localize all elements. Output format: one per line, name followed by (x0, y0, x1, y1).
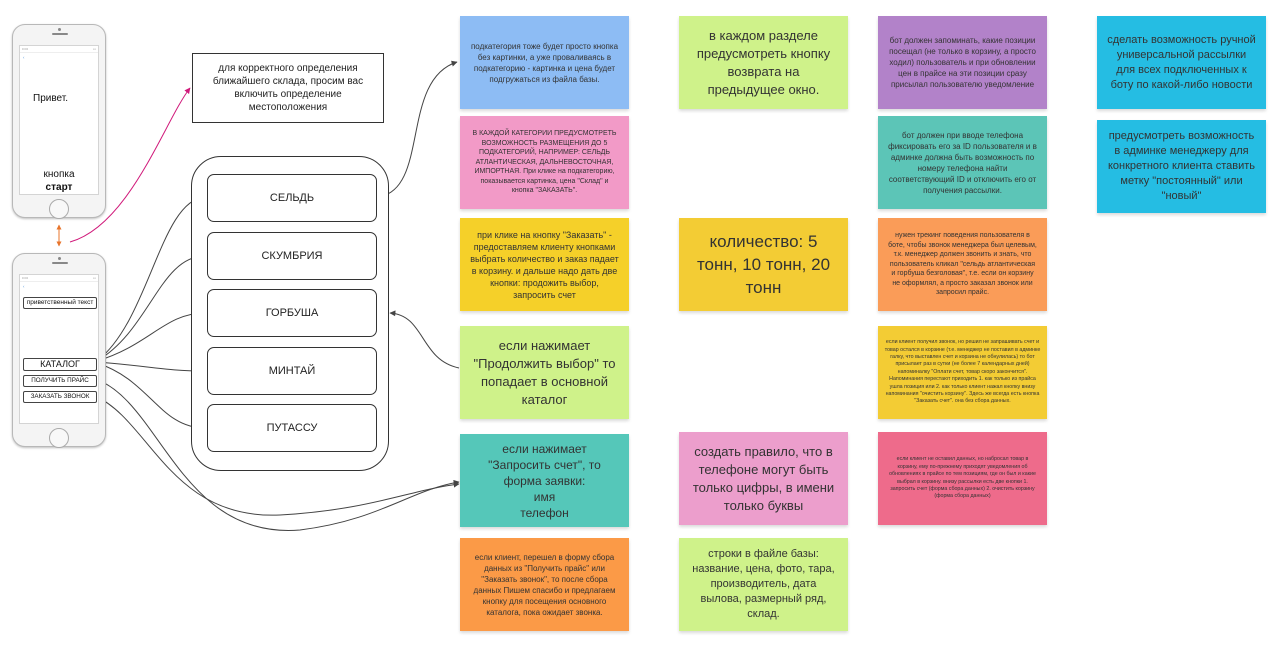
category-putassu[interactable]: ПУТАССУ (207, 404, 377, 452)
status-bar: •••••▭ (20, 47, 98, 53)
home-button[interactable] (49, 199, 69, 219)
catalog-button[interactable]: КАТАЛОГ (23, 358, 97, 371)
status-bar: •••••▭ (20, 276, 98, 282)
category-gorbusha[interactable]: ГОРБУША (207, 289, 377, 337)
phone-main-menu: •••••▭ ‹ приветственный текст КАТАЛОГ ПО… (12, 253, 106, 448)
speaker-icon (52, 262, 68, 264)
connector-continue-to-catalog (389, 310, 460, 369)
note-subcategory: подкатегория тоже будет просто кнопка бе… (460, 16, 629, 109)
note-invoice-reminder: если клиент получил звонок, но решил не … (878, 326, 1047, 419)
start-button[interactable]: старт (45, 182, 73, 193)
category-skumbriya[interactable]: СКУМБРИЯ (207, 232, 377, 280)
speaker-icon (52, 33, 68, 35)
order-call-button[interactable]: ЗАКАЗАТЬ ЗВОНОК (23, 391, 97, 403)
connector-catalog-gorbusha (96, 310, 206, 362)
note-tracking: нужен трекинг поведения пользователя в б… (878, 218, 1047, 311)
note-continue-choice: если нажимает "Продолжить выбор" то попа… (460, 326, 629, 419)
note-manual-mailing: сделать возможность ручной универсальной… (1097, 16, 1266, 109)
category-seld[interactable]: СЕЛЬДЬ (207, 174, 377, 222)
connector-seld-subcategory (377, 60, 458, 198)
note-price-form: если клиент, перешел в форму сбора данны… (460, 538, 629, 631)
note-no-data: если клиент не оставил данных, но наброс… (878, 432, 1047, 525)
note-phone-rule: создать правило, что в телефоне могут бы… (679, 432, 848, 525)
camera-icon (58, 257, 61, 260)
note-phone-id: бот должен при вводе телефона фиксироват… (878, 116, 1047, 209)
category-mintai[interactable]: МИНТАЙ (207, 347, 377, 395)
phone-screen: •••••▭ ‹ приветственный текст КАТАЛОГ ПО… (19, 274, 99, 424)
connector-catalog-seld (96, 194, 206, 362)
get-price-button[interactable]: ПОЛУЧИТЬ ПРАЙС (23, 375, 97, 387)
camera-icon (58, 28, 61, 31)
phone-screen: •••••▭ ‹ Привет. кнопка старт (19, 45, 99, 195)
note-admin-label: предусмотреть возможность в админке мене… (1097, 120, 1266, 213)
connector-catalog-putassu (96, 362, 206, 431)
welcome-text-box: приветственный текст (23, 297, 97, 309)
note-base-file: строки в файле базы: название, цена, фот… (679, 538, 848, 631)
greeting-text: Привет. (33, 93, 69, 104)
note-request-invoice: если нажимает "Запросить счет", то форма… (460, 434, 629, 527)
home-button[interactable] (49, 428, 69, 448)
back-link[interactable]: ‹ (23, 284, 25, 289)
connector-catalog-mintai (96, 361, 206, 374)
phone-start-screen: •••••▭ ‹ Привет. кнопка старт (12, 24, 106, 219)
connector-catalog-skumbriya (96, 253, 206, 362)
note-category-rule: В КАЖДОЙ КАТЕГОРИИ ПРЕДУСМОТРЕТЬ ВОЗМОЖН… (460, 116, 629, 209)
note-remember-positions: бот должен запоминать, какие позиции пос… (878, 16, 1047, 109)
start-button-caption: кнопка (43, 169, 75, 180)
note-quantity: количество: 5 тонн, 10 тонн, 20 тонн (679, 218, 848, 311)
back-link[interactable]: ‹ (23, 55, 25, 60)
note-order-click: при клике на кнопку "Заказать" - предост… (460, 218, 629, 311)
note-back-button: в каждом разделе предусмотреть кнопку во… (679, 16, 848, 109)
geo-location-box: для корректного определения ближайшего с… (192, 53, 384, 123)
